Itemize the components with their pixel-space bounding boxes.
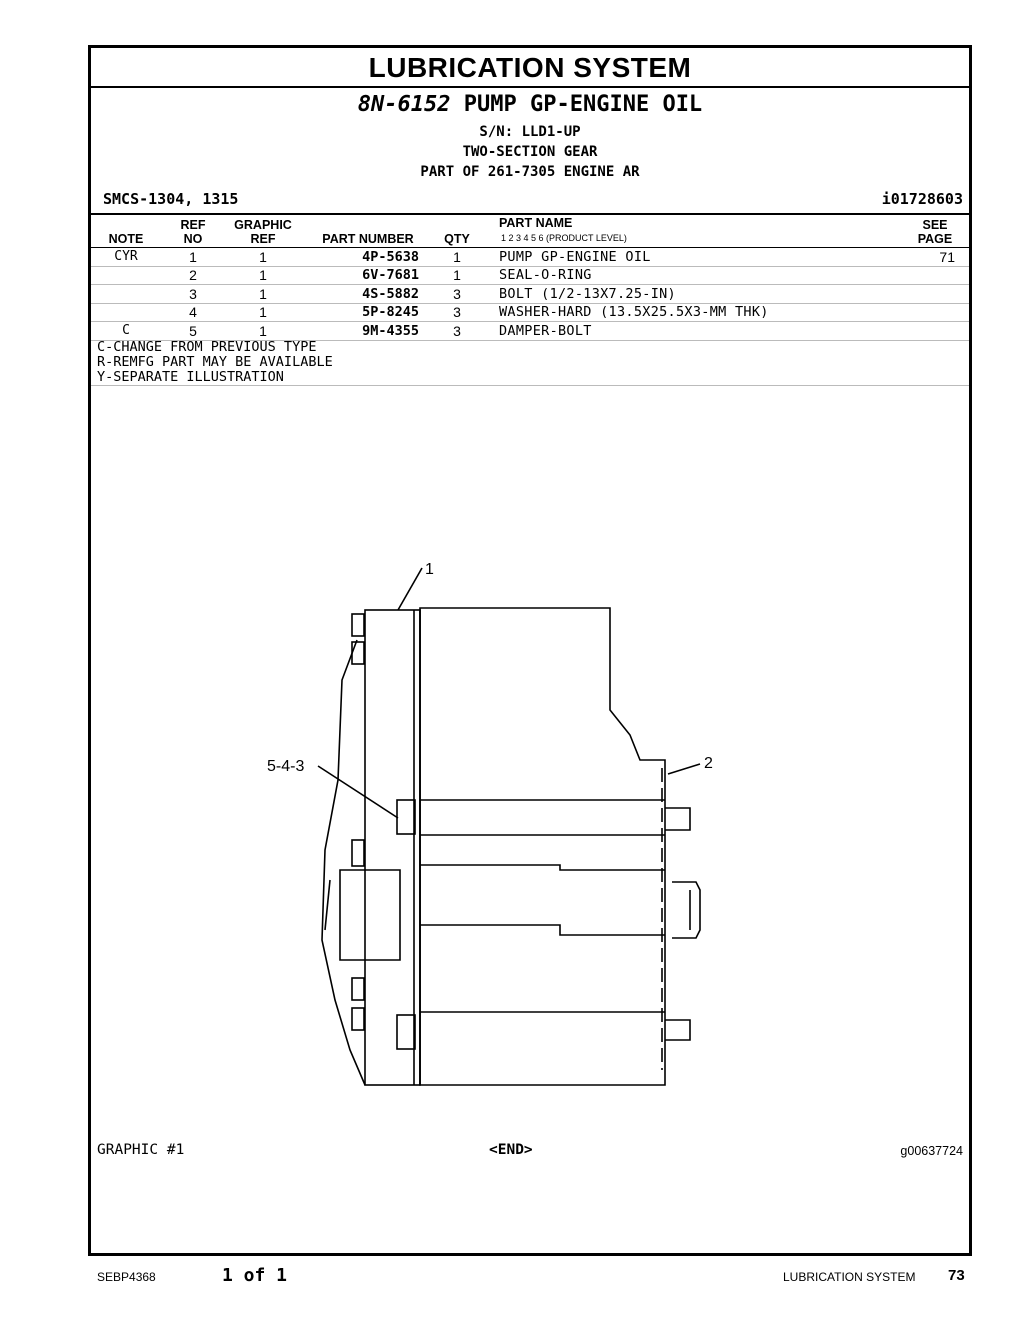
header-divider [91, 213, 969, 215]
part-number-cell: 6V-7681 [362, 267, 419, 284]
qty-cell: 3 [453, 304, 461, 321]
part-number-cell: 5P-8245 [362, 304, 419, 321]
legend: C-CHANGE FROM PREVIOUS TYPE R-REMFG PART… [97, 340, 333, 385]
col-graphic-bottom: REF [250, 232, 276, 246]
col-ref-top: REF [180, 218, 206, 232]
col-ref: REF NO [173, 218, 213, 246]
graphic-ref-cell: 1 [259, 249, 267, 265]
col-qty: QTY [444, 232, 470, 246]
part-of: PART OF 261-7305 ENGINE AR [420, 164, 640, 180]
document-ident: i01728603 [881, 190, 963, 208]
stud [665, 807, 691, 831]
col-see-bottom: PAGE [917, 232, 953, 246]
graphic-ref-cell: 1 [259, 267, 267, 284]
col-part-name: PART NAME [499, 216, 573, 230]
footer-page-count: 1 of 1 [222, 1265, 288, 1286]
bolt-head [351, 613, 365, 637]
note-cell: C [122, 322, 130, 338]
ref-cell: 4 [189, 304, 197, 321]
table-header-bottom [91, 247, 969, 248]
part-heading: 8N-6152 PUMP GP-ENGINE OIL [91, 92, 969, 117]
ref-cell: 2 [189, 267, 197, 284]
callout-5-4-3: 5-4-3 [267, 758, 304, 775]
bolt-head [351, 641, 365, 665]
callout-1: 1 [425, 561, 434, 578]
col-see-top: SEE [922, 218, 948, 232]
legend-item: C-CHANGE FROM PREVIOUS TYPE [97, 339, 317, 355]
front-flange [364, 609, 421, 1086]
table-row: 4 1 5P-8245 3 WASHER-HARD (13.5X25.5X3-MM TH… [91, 303, 969, 323]
legend-item: Y-SEPARATE ILLUSTRATION [97, 369, 284, 385]
table-row: CYR 1 1 4P-5638 1 PUMP GP-ENGINE OIL 71 [91, 248, 969, 267]
part-number-cell: 4P-5638 [362, 249, 419, 265]
see-page-cell: 71 [939, 249, 955, 265]
ref-cell: 3 [189, 285, 197, 302]
part-name-cell: WASHER-HARD (13.5X25.5X3-MM THK) [499, 304, 769, 321]
part-name-cell: PUMP GP-ENGINE OIL [499, 249, 651, 265]
bolt-head [351, 839, 365, 867]
graphic-ref-cell: 1 [259, 285, 267, 302]
bolt-head [396, 1014, 416, 1050]
qty-cell: 1 [453, 267, 461, 284]
footer-doc-number: SEBP4368 [97, 1270, 156, 1284]
col-graphic: GRAPHIC REF [228, 218, 298, 246]
drive-shaft [672, 881, 701, 939]
footer-page-number: 73 [948, 1267, 965, 1284]
col-graphic-top: GRAPHIC [234, 218, 292, 232]
graphic-label: GRAPHIC #1 [97, 1142, 185, 1158]
qty-cell: 1 [453, 249, 461, 265]
part-name-cell: BOLT (1/2-13X7.25-IN) [499, 285, 676, 302]
section-title: LUBRICATION SYSTEM [91, 48, 969, 88]
table-row: 3 1 4S-5882 3 BOLT (1/2-13X7.25-IN) [91, 285, 969, 304]
graphic-ref-cell: 1 [259, 322, 267, 339]
stud [665, 1019, 691, 1041]
part-name-heading: PUMP GP-ENGINE OIL [463, 92, 703, 117]
smcs-codes: SMCS-1304, 1315 [103, 190, 239, 208]
pump-body [419, 607, 666, 1086]
part-description: TWO-SECTION GEAR [462, 144, 598, 160]
part-number-cell: 4S-5882 [362, 285, 419, 302]
callout-2: 2 [704, 755, 713, 772]
col-ref-bottom: NO [183, 232, 203, 246]
part-number-cell: 9M-4355 [362, 322, 419, 339]
part-name-cell: DAMPER-BOLT [499, 322, 592, 339]
legend-divider [91, 385, 969, 386]
part-number-heading: 8N-6152 [357, 92, 451, 117]
qty-cell: 3 [453, 285, 461, 302]
ref-cell: 5 [189, 322, 197, 339]
qty-cell: 3 [453, 322, 461, 339]
page-frame: LUBRICATION SYSTEM 8N-6152 PUMP GP-ENGIN… [88, 45, 972, 1256]
table-row: C 5 1 9M-4355 3 DAMPER-BOLT [91, 322, 969, 341]
col-part-number: PART NUMBER [322, 232, 414, 246]
graphic-id: g00637724 [900, 1144, 963, 1158]
ref-cell: 1 [189, 249, 197, 265]
cover-boss [339, 869, 401, 961]
bolt-head [396, 799, 416, 835]
bolt-head [351, 977, 365, 1001]
leader-1 [397, 567, 423, 611]
part-name-cell: SEAL-O-RING [499, 267, 592, 284]
legend-item: R-REMFG PART MAY BE AVAILABLE [97, 354, 333, 370]
product-levels: 1 2 3 4 5 6 (PRODUCT LEVEL) [501, 233, 627, 243]
table-row: 2 1 6V-7681 1 SEAL-O-RING [91, 266, 969, 286]
end-mark: <END> [489, 1142, 533, 1158]
note-cell: CYR [114, 249, 138, 264]
end-cover [321, 639, 366, 1086]
serial-number: S/N: LLD1-UP [479, 124, 581, 140]
leader-5-4-3 [317, 765, 399, 819]
graphic-ref-cell: 1 [259, 304, 267, 321]
bolt-head [351, 1007, 365, 1031]
leader-2 [667, 763, 701, 775]
footer-section: LUBRICATION SYSTEM [783, 1270, 916, 1284]
col-see-page: SEE PAGE [915, 218, 955, 246]
col-note: NOTE [108, 232, 144, 246]
